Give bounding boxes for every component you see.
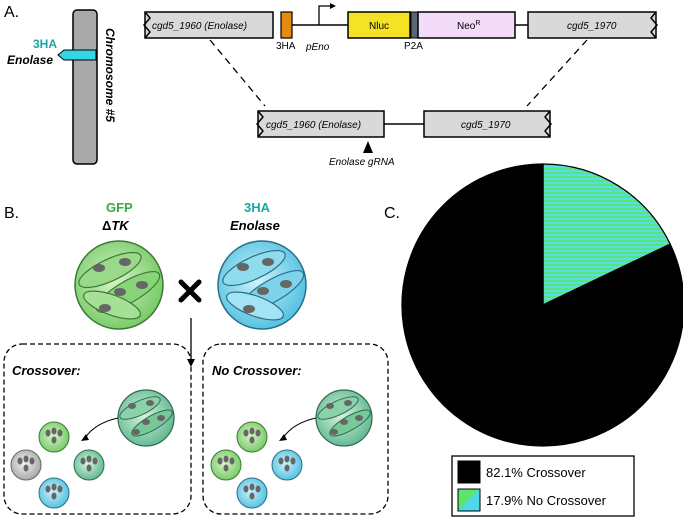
chromosome-5 [72,9,98,165]
locus-right-gene-box [423,110,551,138]
homology-line-left [209,39,266,107]
enolase-tag-marker [57,49,97,61]
enolase-parasite-cluster [217,240,307,330]
pie-legend: 82.1% Crossover 17.9% No Crossover [451,455,635,517]
pie-slice-no-crossover [542,163,672,307]
crossover-parent-cluster [117,389,175,447]
panel-a-label: A. [4,4,19,21]
chromosome-label: Chromosome #5 [103,28,117,122]
locus-left-gene: cgd5_1960 (Enolase) [266,120,361,131]
ha-tag-box [280,11,293,39]
construct-row: cgd5_1960 (Enolase) 3HA pEno Nluc P2A Ne… [143,3,658,53]
break-mark [143,11,151,39]
p2a-label: P2A [404,41,423,52]
panel-b-label: B. [4,205,19,222]
neo-label: NeoR [457,20,480,32]
cross-icon [178,279,202,303]
promoter-arrowhead [330,3,336,9]
chrom-tag-3ha: 3HA [33,37,57,51]
nluc-box [347,11,411,39]
break-mark [650,11,658,39]
construct-right-gene: cgd5_1970 [567,21,617,32]
construct-left-gene-box [144,11,274,39]
no-crossover-box-title: No Crossover: [212,363,302,378]
crossover-arrow [84,417,119,439]
panel-c-label: C. [384,205,400,222]
legend-label-crossover: 82.1% Crossover [486,465,586,480]
pie-chart [401,163,683,447]
crossover-arrowhead [81,434,89,441]
crossover-progeny [10,421,105,509]
gfp-parasite-cluster [74,240,164,330]
p2a-box [410,11,419,39]
promoter-arrow [318,5,330,25]
promoter-label: pEno [305,42,330,53]
right-strain-enolase: Enolase [230,218,280,233]
no-crossover-parent-cluster [315,389,373,447]
locus-right-gene: cgd5_1970 [461,120,511,131]
right-strain-3ha: 3HA [244,200,271,215]
left-strain-gfp: GFP [106,200,133,215]
locus-row: cgd5_1960 (Enolase) cgd5_1970 Enolase gR… [256,110,552,168]
grna-site-marker [363,141,373,153]
neo-box [417,11,516,39]
chrom-tag-enolase: Enolase [7,53,53,67]
crossover-box-title: Crossover: [12,363,81,378]
break-mark [256,110,264,138]
no-crossover-arrow [282,417,317,439]
break-mark [544,110,552,138]
construct-left-gene: cgd5_1960 (Enolase) [152,21,247,32]
construct-right-gene-box [527,11,657,39]
no-crossover-progeny [210,421,303,509]
homology-line-right [526,39,588,107]
legend-frame [451,455,635,517]
grna-label: Enolase gRNA [329,157,395,168]
legend-label-no-crossover: 17.9% No Crossover [486,493,607,508]
nluc-label: Nluc [369,21,389,32]
ha-tag-label: 3HA [276,41,296,52]
no-crossover-box [202,343,389,515]
no-crossover-arrowhead [279,434,287,441]
legend-swatch-crossover [457,460,481,484]
legend-swatch-no-crossover [457,488,481,512]
crossover-box [3,343,192,515]
locus-left-gene-box [257,110,385,138]
left-strain-dtk: ΔTK [102,218,130,233]
pie-slice-crossover [401,163,683,447]
